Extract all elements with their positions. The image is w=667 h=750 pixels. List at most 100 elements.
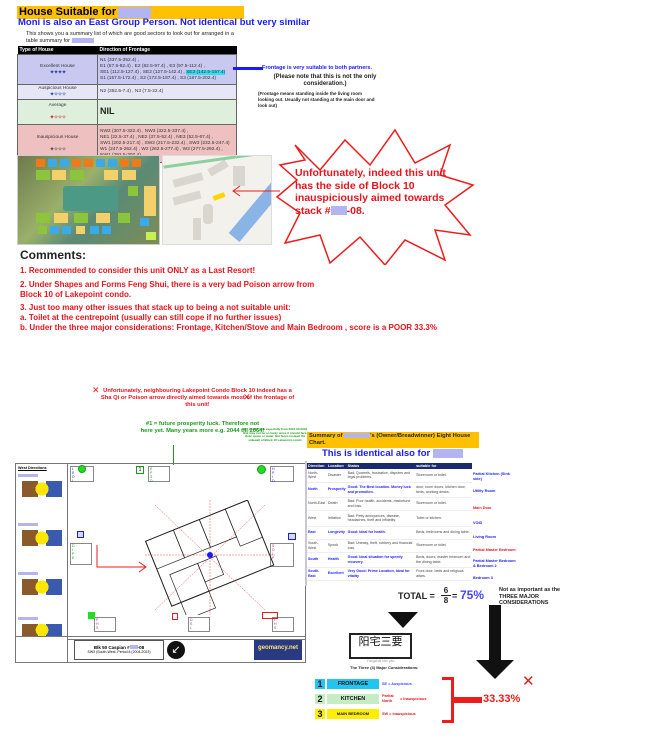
dir-line: NE1 (22.5-37.4) , NE2 (37.5-52.4) , NE3 … [100,134,214,140]
subtitle: Moni is also an East Group Person. Not i… [18,17,310,28]
block-shape [104,170,118,180]
assigned-ne: Main Door [473,506,492,510]
cell-status: Bad: Petty annoyances, disease, headache… [346,510,416,527]
pinyin: Yángzhái sān yào [366,659,395,663]
building-shape [203,204,213,224]
yangzhai-box: 阳宅三要 Yángzhái sān yào [349,633,412,663]
star-box [288,533,296,540]
bed-orientation-icon [22,578,62,595]
assigned-nw: Partial Kitchen (Sink side) [473,472,510,481]
cell-location: Excellent [326,567,347,581]
dir-line: SE1 (112.5-127.4) , SE2 (127.5-142.4) , [100,69,185,75]
star-9-icon [257,465,266,474]
cell-location: Irritation [326,510,347,527]
stars-icon: ✦✧✧✧ [49,115,66,121]
equals-sign: = [452,591,458,601]
redacted-name [18,616,38,620]
cell-direction: North-West [307,469,327,483]
table-row-excellent: Excellent House✦✦✦✦ N1 (337.5-352.4) ,E1… [17,54,237,85]
wealth-note: #9 = wealth luck especially from 2024 ti… [242,427,308,442]
consideration-1-result: SE = Auspicious [382,682,412,686]
summary-suffix: 's (Owner/Breadwinner) Eight House Chart… [309,433,471,446]
col-status: Status [346,463,416,469]
block-suffix: -08 [137,645,145,650]
score-percent: 75% [460,588,485,602]
cell-direction: North-East [307,497,327,511]
block-shape [128,186,138,196]
cross-icon: ✕ [92,385,100,395]
block-shape [90,226,99,234]
block-shape [146,232,156,240]
cell-status: Very Good: Prime Location, Ideal for vit… [346,567,416,581]
dir-line: N2 (352.5-7.4) , N3 (7.5-22.4) [97,84,237,100]
building-shape [172,190,202,206]
west-directions-title: West Directions [18,466,47,470]
frontage-note: Frontage is very suitable to both partne… [262,65,373,71]
star-box [262,612,278,619]
building-shape [193,218,201,240]
table-row-average: Average✦✧✧✧ NIL [17,99,237,125]
numerator: 6 [443,586,449,595]
star-box [172,613,178,620]
comment-1: 1. Recommended to consider this unit ONL… [20,266,256,275]
score-bracket [442,677,454,723]
cell-direction: South-West [307,539,327,553]
prosperity-note: #1 = future prosperity luck. Therefore n… [140,421,265,434]
denominator: 8 [441,595,451,605]
west-directions-panel: West Directions [15,463,68,663]
dir-line: E1 (67.5-82.4) , E2 (82.5-97.4) , E3 (97… [100,63,205,69]
block-shape [108,159,117,167]
comment-2: 2. Under Shapes and Forms Feng Shui, the… [20,280,315,289]
house-type-table: Type of House Direction of Frontage Exce… [17,46,237,163]
se3-highlight: SE3 (142.5-157.4) [186,69,226,75]
cell-status: Bad: Poor health, accidents, misfortune … [346,497,416,511]
building-shape [172,172,204,188]
block-shape [102,226,111,234]
cross-icon: ✕ [522,673,535,690]
redacted-name [432,448,463,458]
consideration-2-label: KITCHEN [327,694,379,704]
summary-prefix: Summary of [309,433,343,440]
block-shape [48,159,57,167]
floor-plan-drawing [145,500,275,615]
cell-location: Prosperity [326,482,347,498]
block-shape [76,226,85,234]
eight-house-frame [305,461,475,586]
dir-line: SW1 (202.5-217.4) , SW2 (217.5-232.4) , … [100,140,230,146]
red-arrow-icon [232,185,280,197]
consideration-2-pre: Partial North [382,694,394,703]
intro-text: This shows you a summary list of which a… [26,31,241,45]
cell-direction: South [307,552,327,568]
plan-footer [15,636,306,663]
block-shape [36,159,45,167]
consideration-3-result: SW = Inauspicious [382,712,416,716]
callout-main: Unfortunately, indeed this unit has the … [295,167,446,217]
pool-shape [63,186,118,211]
block-shape [96,159,105,167]
consideration-3-num: 3 [315,709,325,719]
big-down-arrow-icon [476,605,514,679]
block-shape [74,213,88,223]
redacted-name [71,38,94,44]
col-direction: Direction of Frontage [97,46,237,55]
block-shape [50,226,59,234]
consideration-1-num: 1 [315,679,325,689]
col-suitable: suitable for [415,463,472,469]
hash: # [324,204,331,217]
dir-line: N1 (337.5-352.4) , [100,57,139,63]
block-shape [96,213,110,223]
star-1-box: 1 [136,466,144,474]
cell-status: Good: Ideal for health. [346,526,416,540]
cell-suitable: Toilet or kitchen. [415,510,472,527]
cell-direction: North [307,482,327,498]
block-shape [132,159,141,167]
geomancy-logo: geomancy.net [254,640,302,660]
block-shape [140,218,149,226]
